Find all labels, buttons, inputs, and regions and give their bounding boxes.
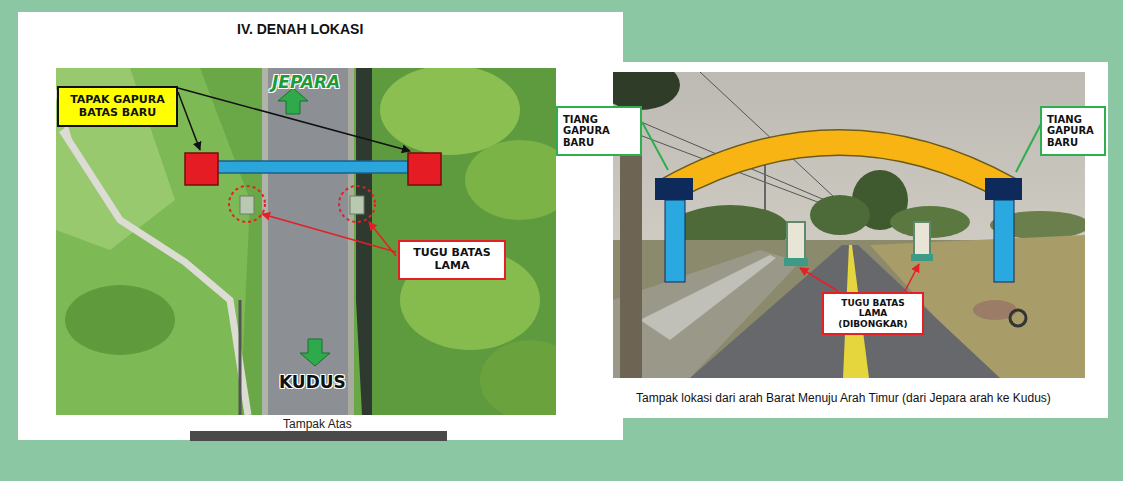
monument-base [784,258,808,266]
gate-pillar [665,200,685,282]
banana-tree [380,68,520,155]
photo-caption: Tampak lokasi dari arah Barat Menuju Ara… [636,391,1051,405]
direction-label: KUDUS [279,372,346,392]
right-panel [613,62,1108,418]
gate-beam [212,161,408,173]
aerial-photo [56,68,556,415]
arch-outline [668,143,1010,191]
callout-box: TIANG GAPURA BARU [556,106,642,156]
leader-line [1016,122,1042,172]
leader-line [642,122,668,170]
grass-patch [56,68,175,250]
old-monument [914,222,930,258]
road-edge [348,68,354,415]
highlight-circle [229,186,265,222]
page-title: IV. DENAH LOKASI [237,21,363,37]
motorcycle-wheel [1010,310,1026,326]
callout-text: TUGU BATAS LAMA [404,247,500,272]
callout-box: TAPAK GAPURA BATAS BARU [57,86,178,127]
direction-label: JEPARA [272,72,340,92]
sky [613,72,1085,378]
gate-footing [185,153,218,185]
pillar-cap [655,178,693,200]
left-panel [18,12,623,440]
leader-line [178,88,410,151]
banana-tree [465,140,556,220]
gate-arch [668,143,1010,191]
pole-shadow [239,300,242,415]
tree [810,195,870,235]
gate-footing [408,153,441,185]
old-monument [350,196,364,214]
road [268,68,348,415]
pillar-cap [985,178,1022,200]
banana-tree [480,340,556,415]
leader-line [262,214,396,252]
street-photo [613,72,1085,378]
leader-line [178,92,200,150]
callout-box: TIANG GAPURA BARU [1040,106,1106,156]
callout-text: TAPAK GAPURA BATAS BARU [63,94,172,119]
road-edge [262,68,268,415]
south-arrow [300,339,330,366]
callout-text: TIANG GAPURA BARU [1047,114,1099,149]
gate-pillar [994,200,1014,282]
view-caption: Tampak Atas [283,417,352,431]
monument-base [911,254,933,261]
leader-line [369,222,396,256]
callout-box: TUGU BATAS LAMA [398,240,506,280]
grass-patch [56,68,250,415]
caption-bar [190,431,447,441]
callout-text: TUGU BATAS LAMA (DIBONGKAR) [827,298,919,329]
leader-line [905,264,919,291]
old-monument [787,222,805,262]
tree-crown [613,72,680,110]
road [690,245,1000,378]
callout-box: TUGU BATAS LAMA (DIBONGKAR) [822,292,924,335]
highlight-circle [339,186,375,222]
leader-line [800,268,838,291]
callout-text: TIANG GAPURA BARU [563,114,635,149]
old-monument [240,196,254,214]
grass-patch [65,285,175,355]
